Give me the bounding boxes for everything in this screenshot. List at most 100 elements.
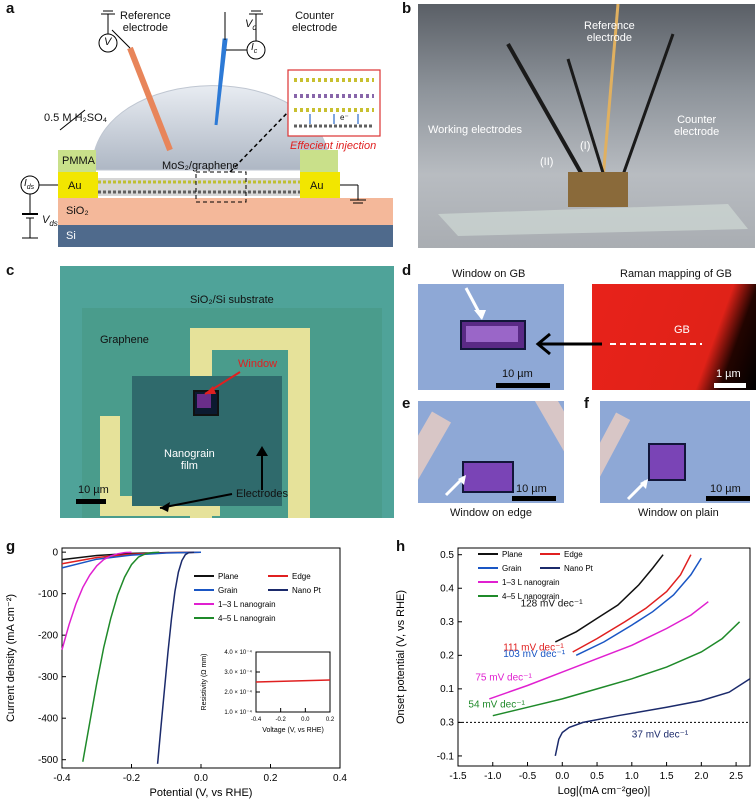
g-inset-ytick-label: 2.0 × 10⁻⁴	[224, 689, 252, 696]
g-inset-xtick-label: 0.2	[326, 717, 335, 723]
h-ytick-label: 0.1	[440, 684, 454, 695]
g-ytick-label: -200	[38, 631, 58, 642]
reference-electrode-rod	[127, 46, 173, 152]
g-xtick-label: 0.4	[333, 773, 347, 784]
g-xtick-label: -0.2	[123, 773, 141, 784]
optical-image	[60, 266, 394, 518]
d-image-left	[418, 284, 564, 390]
d-scale-bar-left	[496, 383, 550, 388]
g-ytick-label: 0	[52, 547, 58, 558]
b-counter-label: Counter electrode	[674, 114, 720, 138]
h-slope-label: 111 mV dec⁻¹	[503, 642, 564, 653]
panel-b: b Reference electrode Working electrodes…	[402, 0, 756, 250]
d-title-left: Window on GB	[452, 268, 526, 280]
b-reference-label: Reference electrode	[584, 20, 635, 44]
efficient-injection-label: Effecient injection	[290, 140, 377, 152]
g-inset-ytick-label: 1.0 × 10⁻⁴	[224, 709, 252, 716]
g-inset-ylabel: Resistivity (Ω mm)	[201, 654, 208, 711]
ic-label: Ic	[251, 42, 258, 55]
h-series-line-2	[575, 557, 702, 656]
c-scale-label: 10 µm	[78, 484, 109, 496]
h-xtick-label: -1.0	[484, 771, 502, 782]
h-series-line-1	[572, 554, 692, 653]
g-ytick-label: -500	[38, 755, 58, 766]
h-legend-label: Edge	[564, 550, 583, 559]
h-legend-label: 4–5 L nanograin	[502, 592, 560, 601]
g-xtick-label: 0.2	[264, 773, 278, 784]
pmma-label: PMMA	[62, 155, 95, 167]
panel-f: f 10 µm Window on plain	[584, 395, 756, 525]
b-electrode-i: (I)	[580, 140, 591, 152]
h-xtick-label: 2.0	[694, 771, 708, 782]
h-ytick-label: -0.1	[437, 751, 455, 762]
panel-label-b: b	[402, 0, 412, 17]
vds-label: Vds	[42, 214, 58, 229]
h-slope-label: 103 mV dec⁻¹	[503, 649, 566, 660]
g-ytick-label: -300	[38, 672, 58, 683]
h-series-line-5	[492, 621, 741, 717]
pmma-right	[300, 150, 338, 172]
f-image	[600, 401, 750, 503]
g-inset-xlabel: Voltage (V, vs RHE)	[262, 727, 324, 734]
h-xtick-label: -0.5	[519, 771, 537, 782]
c-nanograin-label: Nanograin film	[164, 448, 215, 472]
e-scale-bar	[512, 496, 556, 501]
e-caption: Window on edge	[450, 507, 532, 519]
f-scale-bar	[706, 496, 750, 501]
h-series-line-0	[554, 554, 664, 643]
c-window-label: Window	[238, 358, 278, 370]
g-legend-label: Edge	[292, 572, 311, 581]
si-layer	[58, 225, 393, 247]
g-legend-label: 1–3 L nanograin	[218, 600, 276, 609]
h-slope-label: 37 mV dec⁻¹	[632, 729, 689, 740]
g-legend-label: Plane	[218, 572, 239, 581]
au-left	[58, 172, 98, 198]
d-scale-right-label: 1 µm	[716, 368, 741, 380]
panel-label-f: f	[584, 395, 589, 412]
g-series-line-4	[61, 551, 132, 650]
f-scale-label: 10 µm	[710, 483, 741, 495]
au-right-label: Au	[310, 180, 324, 192]
h-series-line-4	[489, 601, 709, 700]
g-inset-xtick-label: -0.4	[251, 717, 262, 723]
c-graphene-label: Graphene	[100, 334, 149, 346]
g-inset-xtick-label: -0.2	[275, 717, 286, 723]
h-ytick-label: 0.5	[440, 550, 454, 561]
g-inset-series-line-0	[255, 679, 331, 683]
panel-label-g: g	[6, 538, 16, 555]
electron-label: e⁻	[340, 113, 349, 122]
panel-label-c: c	[6, 262, 15, 279]
h-ytick-label: 0.4	[440, 584, 454, 595]
g-inset-ytick-label: 3.0 × 10⁻⁴	[224, 669, 252, 676]
ids-label: Ids	[24, 178, 35, 191]
d-scale-left-label: 10 µm	[502, 368, 533, 380]
v-label: V	[104, 36, 112, 48]
mos2-lattice	[98, 178, 300, 196]
g-series-line-3	[156, 551, 195, 764]
h-series-line-3	[554, 678, 751, 757]
au-right	[300, 172, 340, 198]
d-scale-bar-right	[714, 383, 746, 388]
d-title-right: Raman mapping of GB	[620, 268, 732, 280]
g-xtick-label: -0.4	[53, 773, 71, 784]
h-xlabel: Log|(mA cm⁻²geo)|	[558, 785, 651, 797]
panel-e: e 10 µm Window on edge	[402, 395, 582, 525]
si-label: Si	[66, 230, 76, 242]
ref-electrode-label: Reference electrode	[120, 10, 171, 34]
h-ytick-label: 0.2	[440, 651, 454, 662]
d-image-right	[592, 284, 756, 390]
e-scale-label: 10 µm	[516, 483, 547, 495]
d-gb-label: GB	[674, 324, 690, 336]
b-working-label: Working electrodes	[428, 124, 522, 136]
panel-a: a	[0, 0, 400, 250]
h-slope-label: 128 mV dec⁻¹	[521, 599, 584, 610]
injection-box	[195, 171, 247, 203]
g-ytick-label: -100	[38, 589, 58, 600]
h-slope-label: 75 mV dec⁻¹	[475, 672, 532, 683]
setup-photo	[418, 4, 755, 248]
h-legend-label: Nano Pt	[564, 564, 594, 573]
